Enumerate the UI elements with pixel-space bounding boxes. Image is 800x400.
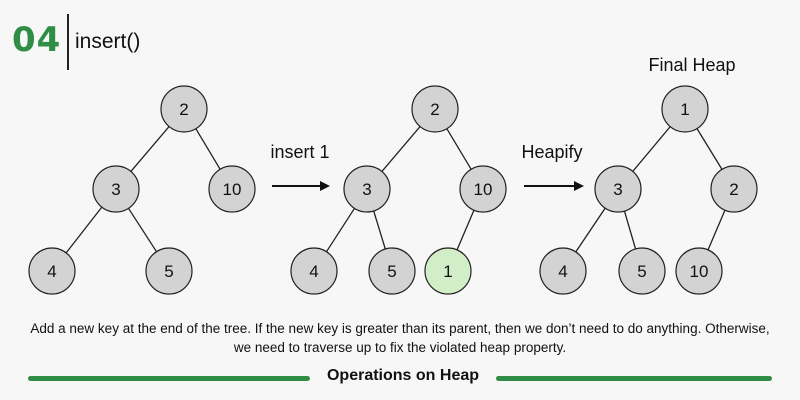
tree-edge (325, 207, 356, 253)
tree-node: 10 (208, 165, 256, 213)
transition-label: Heapify (521, 142, 582, 162)
page-title: insert() (75, 30, 141, 53)
node-value: 4 (309, 262, 318, 281)
tree-edge (65, 206, 103, 254)
tree-edge (127, 207, 158, 253)
node-value: 1 (443, 262, 452, 281)
caption: Add a new key at the end of the tree. If… (30, 321, 770, 355)
node-value: 3 (613, 180, 622, 199)
node-value: 10 (474, 180, 493, 199)
step-number: 04 (12, 20, 62, 60)
node-circle (160, 85, 208, 133)
node-circle (675, 247, 723, 295)
node-circle (710, 165, 758, 213)
tree-node: 4 (290, 247, 338, 295)
node-circle (459, 165, 507, 213)
footer-line-right (496, 376, 772, 381)
tree-node: 5 (618, 247, 666, 295)
node-circle (661, 85, 709, 133)
tree-edge (696, 128, 723, 170)
node-value: 5 (164, 262, 173, 281)
node-value: 2 (179, 100, 188, 119)
node-value: 1 (680, 100, 689, 119)
node-value: 2 (430, 100, 439, 119)
tree-initial: 2 3 10 4 5 (28, 85, 256, 295)
tree-node: 10 (675, 247, 723, 295)
node-value: 3 (111, 180, 120, 199)
node-circle (411, 85, 459, 133)
node-circle (343, 165, 391, 213)
node-circle (424, 247, 472, 295)
tree-node: 2 (411, 85, 459, 133)
tree-node: 4 (28, 247, 76, 295)
tree-node: 1 (661, 85, 709, 133)
inserted-node: 1 (424, 247, 472, 295)
node-value: 10 (690, 262, 709, 281)
tree-node: 2 (710, 165, 758, 213)
title-divider (67, 14, 69, 70)
footer-title: Operations on Heap (326, 367, 480, 384)
tree-node: 4 (539, 247, 587, 295)
node-circle (594, 165, 642, 213)
tree-edge (446, 128, 472, 170)
step-insert: insert 1 (270, 142, 330, 191)
tree-node: 3 (594, 165, 642, 213)
tree-edge (707, 209, 726, 251)
tree-after-insert: 2 3 10 4 5 1 (290, 85, 507, 295)
tree-edge (456, 209, 475, 251)
node-value: 3 (362, 180, 371, 199)
step-heapify: Heapify (521, 142, 584, 191)
node-circle (368, 247, 416, 295)
tree-node: 3 (92, 165, 140, 213)
node-circle (618, 247, 666, 295)
node-circle (145, 247, 193, 295)
tree-node: 5 (368, 247, 416, 295)
node-value: 5 (637, 262, 646, 281)
transition-label: insert 1 (270, 142, 329, 162)
node-value: 10 (223, 180, 242, 199)
node-circle (28, 247, 76, 295)
node-value: 4 (47, 262, 56, 281)
tree-node: 5 (145, 247, 193, 295)
node-circle (92, 165, 140, 213)
node-circle (208, 165, 256, 213)
node-value: 4 (558, 262, 567, 281)
tree-edge (632, 126, 671, 172)
node-circle (290, 247, 338, 295)
tree-node: 10 (459, 165, 507, 213)
node-circle (539, 247, 587, 295)
tree-edge (130, 126, 170, 172)
footer-line-left (28, 376, 310, 381)
tree-edge (381, 126, 421, 172)
tree-edge (575, 207, 606, 253)
tree-label: Final Heap (648, 55, 735, 75)
node-value: 2 (729, 180, 738, 199)
tree-node: 3 (343, 165, 391, 213)
tree-edge (373, 210, 386, 250)
tree-final: 1 3 2 4 5 10 Final Heap (539, 55, 758, 295)
tree-edge (195, 128, 221, 170)
node-value: 5 (387, 262, 396, 281)
tree-node: 2 (160, 85, 208, 133)
tree-edge (623, 210, 637, 250)
